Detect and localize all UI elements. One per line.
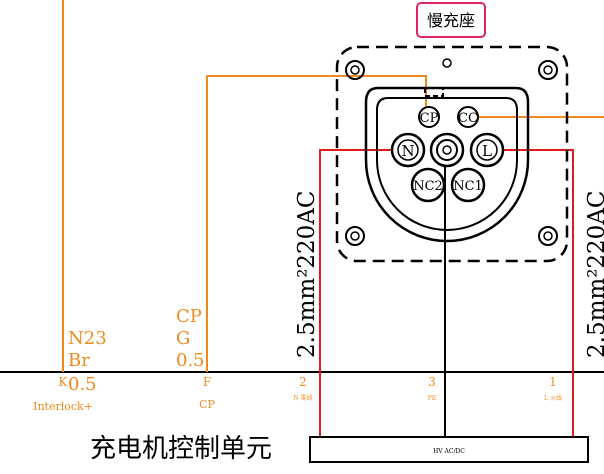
svg-text:Interlock+: Interlock+ — [33, 400, 93, 413]
svg-text:3: 3 — [428, 375, 436, 389]
wire-spec-interlock: N23 Br 0.5 — [68, 328, 107, 395]
pin-nc1: NC1 — [450, 167, 486, 203]
svg-text:2: 2 — [299, 375, 307, 389]
terminal-k: K Interlock+ — [33, 375, 93, 413]
pin-n-label: N — [401, 142, 414, 160]
cable-spec-left: 2.5mm²220AC — [294, 190, 320, 358]
pin-cp: CP — [418, 106, 440, 128]
pin-cc: CC — [457, 106, 479, 128]
unit-box-label: HV AC/DC — [433, 448, 465, 455]
terminal-3: 3 PE — [428, 375, 436, 402]
pin-l-label: L — [482, 142, 492, 160]
mount-holes — [345, 58, 558, 246]
svg-text:CP: CP — [199, 398, 215, 411]
svg-text:N23: N23 — [68, 328, 107, 349]
svg-text:F: F — [203, 375, 211, 389]
pin-cp-label: CP — [420, 111, 439, 126]
pin-l: L — [469, 132, 505, 168]
pin-pe — [429, 132, 465, 168]
connector-title: 慢充座 — [427, 11, 475, 30]
connector-body — [364, 86, 530, 243]
terminal-f: F CP — [199, 375, 215, 411]
pin-nc2-label: NC2 — [413, 179, 443, 194]
pin-cc-label: CC — [458, 111, 478, 126]
svg-text:L 火线: L 火线 — [544, 394, 562, 402]
svg-text:PE: PE — [428, 395, 436, 402]
terminal-2: 2 N 零线 — [293, 375, 312, 402]
cable-spec-right: 2.5mm²220AC — [584, 190, 604, 358]
svg-text:G: G — [176, 328, 190, 349]
svg-text:1: 1 — [549, 375, 557, 389]
connector-inner — [376, 97, 518, 231]
wire-live — [488, 149, 574, 437]
unit-title: 充电机控制单元 — [90, 434, 272, 464]
connector-frame — [335, 45, 569, 263]
svg-text:0.5: 0.5 — [176, 350, 205, 371]
latch-mark — [424, 88, 444, 97]
pin-nc2: NC2 — [410, 167, 446, 203]
svg-text:K: K — [59, 375, 69, 389]
unit-box — [309, 436, 589, 463]
svg-text:0.5: 0.5 — [68, 374, 97, 395]
pin-n: N — [390, 132, 426, 168]
wire-spec-cp: CP G 0.5 — [176, 306, 205, 371]
svg-text:Br: Br — [68, 350, 90, 371]
svg-text:N 零线: N 零线 — [293, 394, 312, 402]
pin-nc1-label: NC1 — [453, 179, 483, 194]
connector-title-box — [416, 2, 486, 38]
terminal-1: 1 L 火线 — [544, 375, 562, 402]
wire-neutral — [319, 149, 410, 437]
svg-text:CP: CP — [176, 306, 202, 327]
